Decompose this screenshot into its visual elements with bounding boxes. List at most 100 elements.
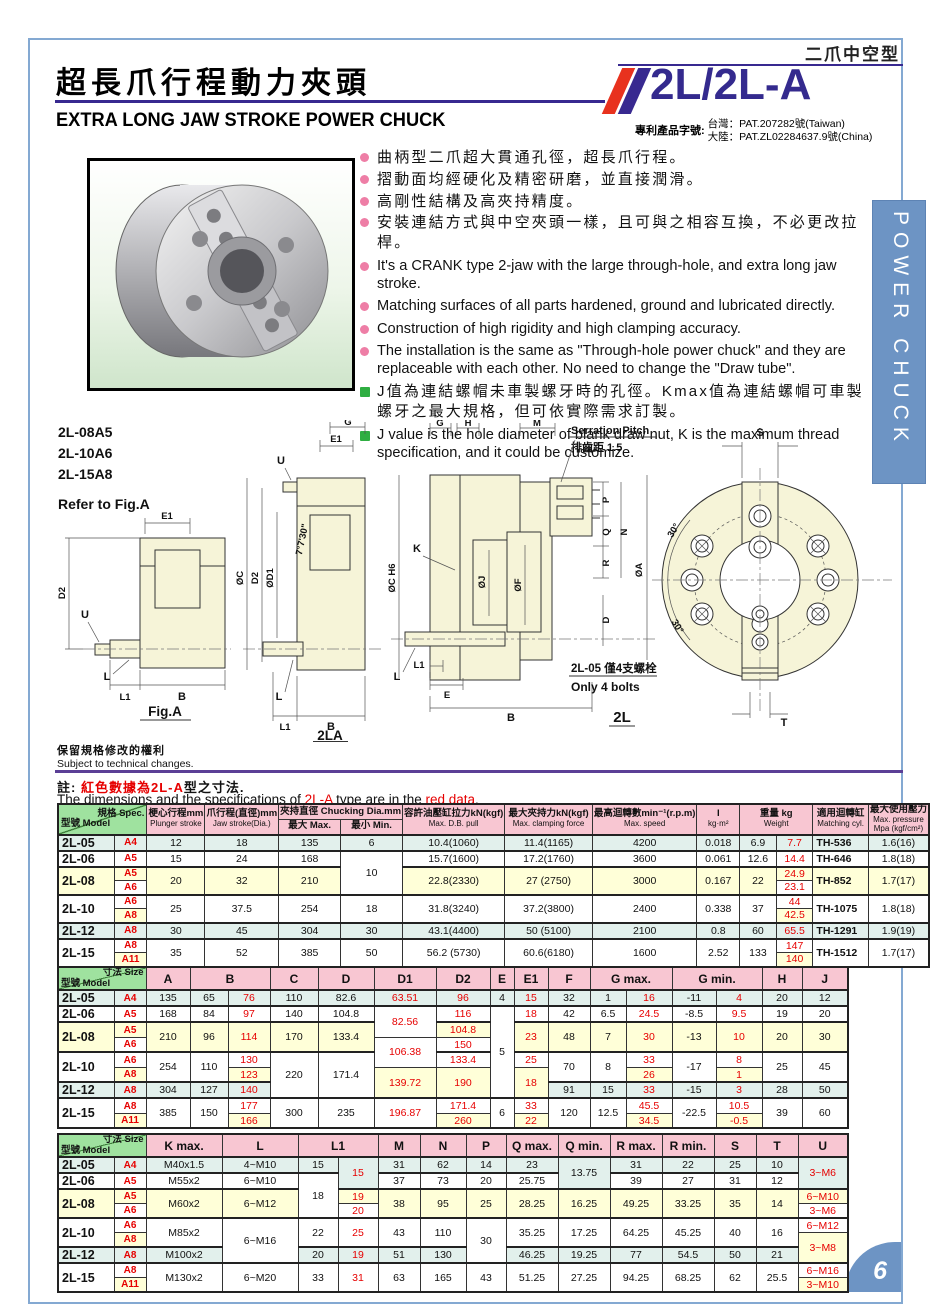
cell: A8 <box>113 1246 147 1264</box>
bullet-dot-icon <box>360 346 369 356</box>
side-tab-power-chuck: POWER CHUCK <box>872 200 926 484</box>
cell: 2L-05 <box>57 1156 115 1174</box>
cell: 60 <box>801 1097 849 1129</box>
cell: 196.87 <box>373 1097 437 1129</box>
cell: TH-1512 <box>812 938 869 968</box>
cell: 31 <box>713 1172 757 1190</box>
cell: -22.5 <box>671 1097 717 1129</box>
header-line: 重量 kg <box>759 808 793 820</box>
feature-item: Construction of high rigidity and high c… <box>360 320 868 338</box>
cell: 76 <box>227 989 271 1007</box>
cell: TH-852 <box>812 866 869 896</box>
drawing-shape: 2L-08A5 <box>58 424 113 440</box>
drawing-shape <box>402 647 416 673</box>
cell: 64.25 <box>609 1217 663 1248</box>
feature-text: 曲柄型二爪超大貫通孔徑，超長爪行程。 <box>377 149 687 166</box>
cell: 15 <box>337 1156 379 1190</box>
cell: 27.25 <box>557 1262 611 1293</box>
feature-text: 安裝連結方式與中空夾頭一樣，且可與之相容互換，不必更改拉桿。 <box>377 214 859 252</box>
cell: 16 <box>755 1217 799 1248</box>
cell: 37.2(3800) <box>504 894 593 924</box>
cell: 1.9(19) <box>867 922 930 940</box>
bullet-dot-icon <box>360 218 369 228</box>
bullet-square-icon <box>360 430 370 441</box>
cell: 20 <box>761 1021 803 1053</box>
dim-label: 2L-05 僅4支螺栓 <box>571 661 657 675</box>
cell: 18 <box>513 1005 549 1023</box>
dim-label: ØF <box>513 578 524 591</box>
cell: 2L-06 <box>57 1005 115 1023</box>
cell: 30 <box>625 1021 673 1053</box>
cell: 24 <box>204 850 280 868</box>
cell: A5 <box>113 850 148 868</box>
cell: 65.5 <box>775 922 814 940</box>
2la-diagram: G E1 U 7°7'30" ØC D2 ØD1 L L1 B 2LA <box>235 420 383 742</box>
header-line: Max. pressure <box>873 814 924 824</box>
dim-label: D <box>601 616 612 623</box>
header-line: 最大使用壓力 <box>869 804 927 815</box>
header-cell: T <box>755 1133 799 1159</box>
cell: M130x2 <box>145 1262 223 1293</box>
header-line: 最大夾持力kN(kgf) <box>508 808 589 820</box>
cell: 10.5 <box>715 1097 763 1114</box>
cell: 254 <box>145 1051 191 1083</box>
cell: 2L-08 <box>57 1021 115 1053</box>
dim-label: 2L <box>613 709 631 726</box>
cell: A6 <box>113 1051 147 1068</box>
cell: 42.5 <box>775 908 814 924</box>
header-line: 適用迴轉缸 <box>816 808 865 820</box>
2l-diagram: G H M Serration Pitch 排齒距 1.5 K ØC H6 ØJ… <box>387 420 657 727</box>
cell: 1600 <box>591 938 698 968</box>
dim-label: ØJ <box>477 576 488 589</box>
dim-label: D2 <box>250 572 261 584</box>
cell: 25 <box>146 894 206 924</box>
dim-label: G <box>344 420 351 428</box>
cell: 12 <box>755 1172 799 1190</box>
cell: 8 <box>715 1051 763 1068</box>
header-cell: 最大 Max. <box>278 818 342 836</box>
cell: 63.51 <box>373 989 437 1007</box>
bullet-dot-icon <box>360 174 369 184</box>
feature-text: 摺動面均經硬化及精密研磨，並直接潤滑。 <box>377 170 704 188</box>
cell: 8 <box>589 1051 627 1083</box>
cell: A4 <box>113 1156 147 1174</box>
header-cell: Q min. <box>557 1133 611 1159</box>
header-cell: S <box>713 1133 757 1159</box>
cell: 114 <box>227 1021 271 1053</box>
cell: 2L-10 <box>57 1217 115 1248</box>
cell: 50 <box>713 1246 757 1264</box>
cell: 23.1 <box>775 880 814 896</box>
header-cell: 容許油壓缸拉力kN(kgf)Max. D.B. pull <box>402 803 506 836</box>
header-cell: A <box>145 966 191 992</box>
feature-item: J值為連結螺帽未車製螺牙時的孔徑。Kmax值為連結螺帽可車製螺牙之最大規格，但可… <box>360 382 868 422</box>
drawing-shape <box>220 249 264 293</box>
rights-note-en: Subject to technical changes. <box>57 758 194 770</box>
cell: 96 <box>189 1021 229 1053</box>
cell: 50 <box>801 1081 849 1099</box>
cell: A4 <box>113 989 147 1007</box>
dim-label: ØC <box>235 571 246 585</box>
cell: 37 <box>739 894 777 924</box>
cell: 19 <box>337 1188 379 1205</box>
cell: A5 <box>113 1005 147 1023</box>
header-cell: K max. <box>145 1133 223 1159</box>
cell: 54.5 <box>661 1246 715 1264</box>
cell: -17 <box>671 1051 717 1083</box>
drawing-shape: . <box>475 792 479 807</box>
header-line: Max. speed <box>623 819 666 829</box>
cell: 6~M16 <box>797 1262 849 1279</box>
feature-item: 高剛性結構及高夾持精度。 <box>360 192 868 212</box>
cell: 190 <box>435 1066 491 1099</box>
cell: 3~M10 <box>797 1277 849 1293</box>
